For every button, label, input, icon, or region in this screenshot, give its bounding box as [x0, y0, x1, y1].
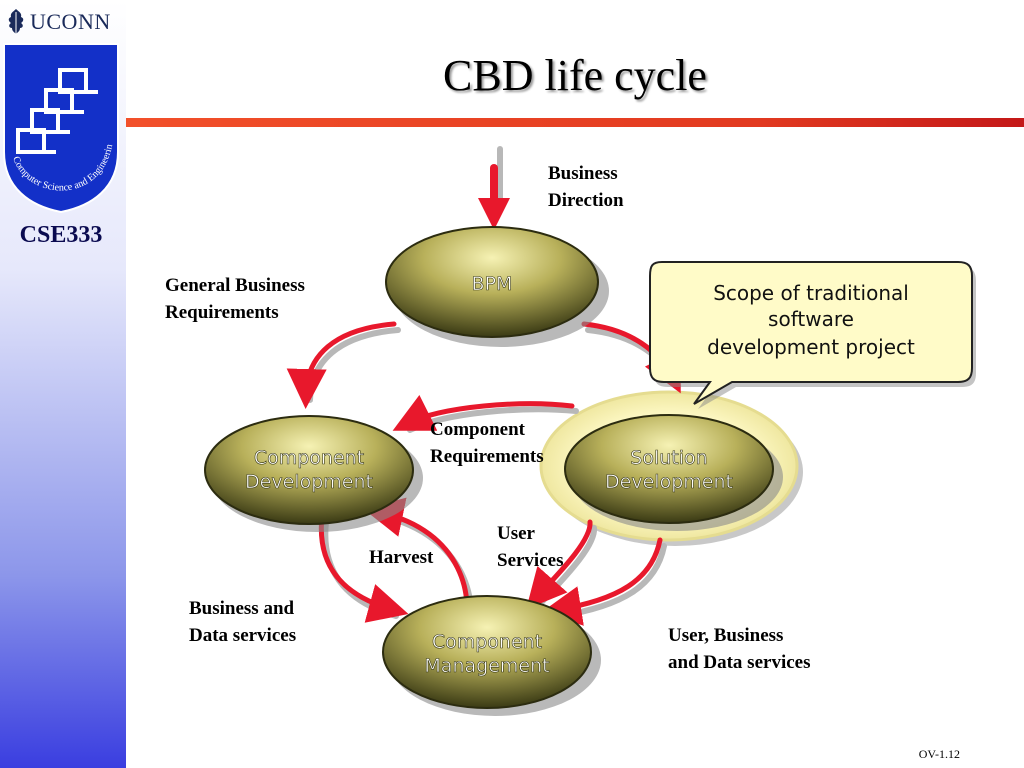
callout-line-2: software	[768, 307, 854, 331]
arrow-component-requirements	[392, 394, 575, 431]
cycle-graphic: BPM Component Development Solution Devel…	[204, 146, 976, 716]
cbd-diagram: BPM Component Development Solution Devel…	[126, 130, 1024, 750]
node-component-management	[382, 595, 601, 716]
node-bpm-label: BPM	[472, 273, 513, 295]
label-harvest: Harvest	[369, 547, 434, 568]
title-divider	[126, 118, 1024, 127]
callout-line-1: Scope of traditional	[713, 281, 909, 305]
sidebar: UCONN Computer Science and Engineering C…	[0, 0, 126, 768]
scope-callout: Scope of traditional software developmen…	[649, 261, 976, 409]
callout-line-3: development project	[707, 335, 915, 359]
label-user-services: User Services	[497, 523, 564, 571]
slide-title: CBD life cycle	[443, 51, 707, 100]
node-component-development	[204, 415, 423, 532]
computer-network-icon	[16, 68, 98, 154]
label-business-direction: Business Direction	[548, 163, 624, 211]
slide-number: OV-1.12	[918, 747, 960, 761]
label-component-requirements: Component Requirements	[430, 419, 544, 467]
node-solution-development-label-2: Development	[605, 471, 733, 493]
course-code: CSE333	[19, 222, 103, 248]
arrow-solution-to-management	[541, 537, 663, 626]
label-business-and-data-services: Business and Data services	[189, 598, 297, 646]
node-component-management-label-2: Management	[424, 655, 549, 677]
uconn-logo: UCONN	[6, 6, 111, 38]
arrow-user-services	[526, 519, 593, 610]
node-component-management-label-1: Component	[432, 631, 542, 653]
oak-leaf-icon	[8, 9, 24, 35]
node-component-development-label-2: Development	[245, 471, 373, 493]
node-solution-development	[564, 414, 783, 531]
label-general-business-requirements: General Business Requirements	[165, 275, 305, 323]
cse-seal: Computer Science and Engineering	[0, 42, 119, 214]
arrow-bpm-to-component-dev	[286, 321, 397, 409]
node-solution-development-label-1: Solution	[630, 447, 707, 469]
label-user-business-data-services: User, Business and Data services	[668, 625, 811, 673]
node-component-development-label-1: Component	[254, 447, 364, 469]
arrow-component-dev-to-management	[318, 513, 409, 623]
node-bpm	[385, 226, 609, 347]
university-name: UCONN	[30, 9, 111, 34]
